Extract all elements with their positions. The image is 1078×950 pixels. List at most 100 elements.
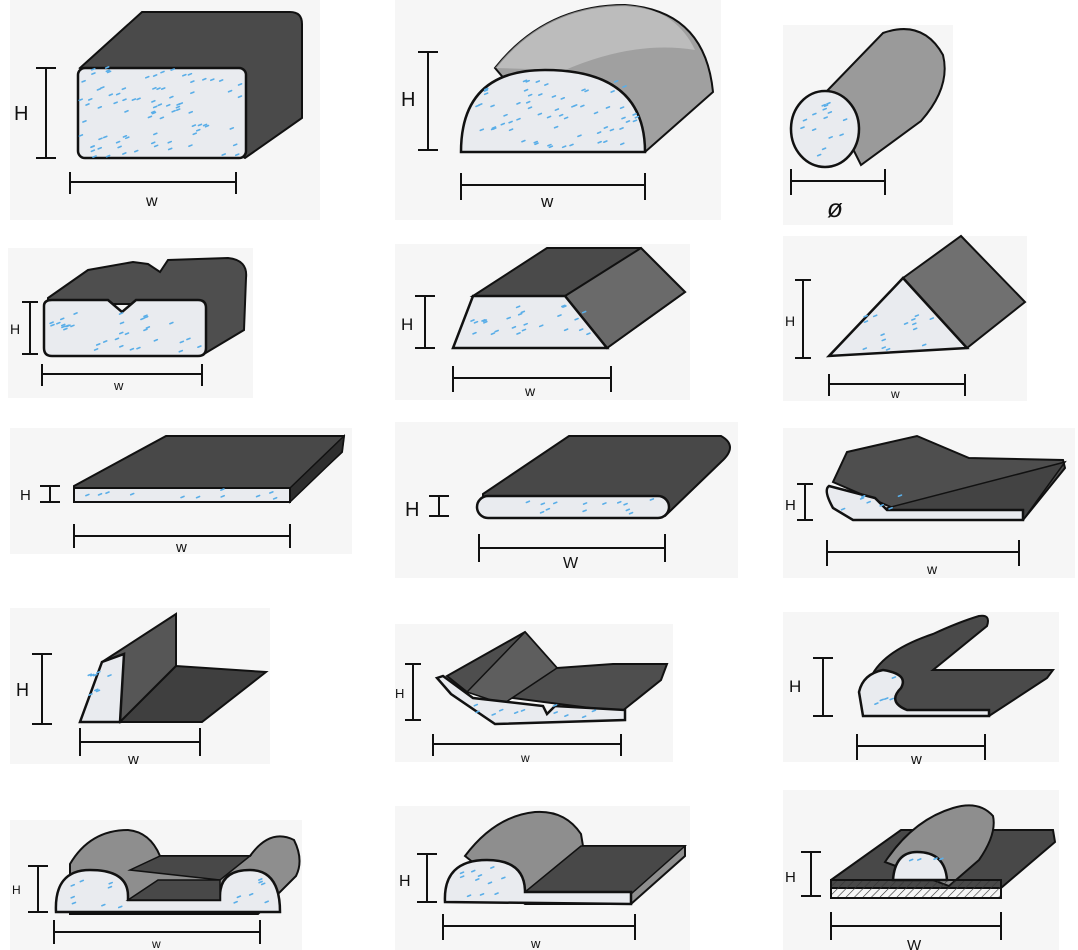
foam-speck <box>581 715 587 719</box>
foam-speck <box>186 337 191 341</box>
width-label: w <box>127 751 139 768</box>
foam-speck <box>97 146 103 150</box>
foam-speck <box>479 893 485 896</box>
height-label: H <box>395 686 404 701</box>
foam-texture <box>475 79 640 149</box>
foam-speck <box>103 135 108 139</box>
foam-speck <box>603 126 609 129</box>
foam-speck <box>610 90 615 93</box>
foam-speck <box>921 343 927 347</box>
foam-speck <box>939 857 944 861</box>
height-label: H <box>399 873 411 890</box>
foam-speck <box>104 66 110 69</box>
foam-speck <box>210 78 215 82</box>
foam-speck <box>473 320 479 324</box>
profile-rounded-flat-strip: H W <box>395 422 738 578</box>
foam-speck <box>105 491 110 495</box>
foam-speck <box>860 494 866 498</box>
foam-speck <box>159 116 165 120</box>
foam-texture <box>85 488 278 500</box>
profile-rectangle: H w <box>10 0 320 220</box>
foam-speck <box>605 106 611 109</box>
foam-speck <box>169 95 174 99</box>
foam-speck <box>874 702 879 706</box>
foam-speck <box>634 115 640 119</box>
foam-speck <box>552 704 558 707</box>
foam-speck <box>561 304 566 308</box>
foam-speck <box>178 349 184 353</box>
foam-speck <box>195 128 201 132</box>
foam-speck <box>800 126 805 130</box>
foam-speck <box>272 496 278 500</box>
foam-speck <box>552 501 558 505</box>
foam-speck <box>477 874 483 877</box>
foam-speck <box>527 106 533 110</box>
foam-speck <box>525 500 531 504</box>
foam-speck <box>578 328 584 332</box>
foam-speck <box>562 305 567 308</box>
foam-speck <box>475 878 480 881</box>
foam-speck <box>108 93 114 97</box>
rounded-flat-strip-profile-drawing: H W <box>405 435 731 572</box>
profile-v-grooved-wedge: H w <box>395 624 673 765</box>
profile-grooved-rectangle: H w <box>8 248 253 398</box>
foam-speck <box>616 500 622 504</box>
foam-speck <box>94 688 99 692</box>
foam-speck <box>828 136 833 139</box>
profile-half-round: H w <box>395 0 721 220</box>
foam-speck <box>500 122 506 126</box>
foam-speck <box>96 670 101 674</box>
foam-speck <box>553 711 558 714</box>
foam-speck <box>105 69 111 73</box>
foam-speck <box>175 108 181 112</box>
diameter-label: ø <box>827 193 843 223</box>
flat-strip-profile-drawing: H w <box>20 433 346 556</box>
foam-speck <box>56 321 61 325</box>
foam-speck <box>470 319 475 322</box>
foam-speck <box>97 492 103 496</box>
height-label: H <box>401 89 415 111</box>
foam-speck <box>513 711 519 715</box>
foam-speck <box>119 344 124 348</box>
foam-speck <box>459 871 465 875</box>
foam-speck <box>82 120 87 123</box>
foam-speck <box>580 104 585 108</box>
foam-texture <box>49 312 202 353</box>
foam-speck <box>521 139 526 143</box>
foam-speck <box>561 145 567 149</box>
foam-speck <box>912 327 918 331</box>
foam-speck <box>114 337 120 341</box>
foam-texture <box>800 101 848 157</box>
foam-speck <box>190 91 195 95</box>
foam-speck <box>124 332 130 336</box>
foam-speck <box>248 892 254 896</box>
foam-speck <box>613 79 619 83</box>
foam-speck <box>152 105 158 109</box>
foam-speck <box>812 112 817 116</box>
foam-texture <box>862 314 935 351</box>
foam-speck <box>533 140 539 144</box>
foam-speck <box>914 314 920 318</box>
foam-speck <box>581 88 586 92</box>
foam-speck <box>628 511 634 515</box>
foam-speck <box>100 86 105 89</box>
width-label: w <box>910 751 922 768</box>
foam-speck <box>535 80 541 83</box>
foam-speck <box>150 141 156 145</box>
foam-speck <box>863 314 868 318</box>
foam-speck <box>621 116 626 120</box>
foam-speck <box>916 858 922 861</box>
foam-speck <box>619 127 624 130</box>
foam-speck <box>881 338 887 342</box>
foam-speck <box>473 703 479 707</box>
foam-speck <box>157 103 163 107</box>
foam-speck <box>136 97 141 101</box>
foam-speck <box>475 104 480 108</box>
foam-speck <box>859 497 865 500</box>
foam-speck <box>167 147 173 151</box>
foam-speck <box>517 312 523 316</box>
foam-speck <box>187 72 193 76</box>
foam-speck <box>202 77 207 81</box>
foam-speck <box>484 87 489 91</box>
foam-speck <box>516 332 521 335</box>
